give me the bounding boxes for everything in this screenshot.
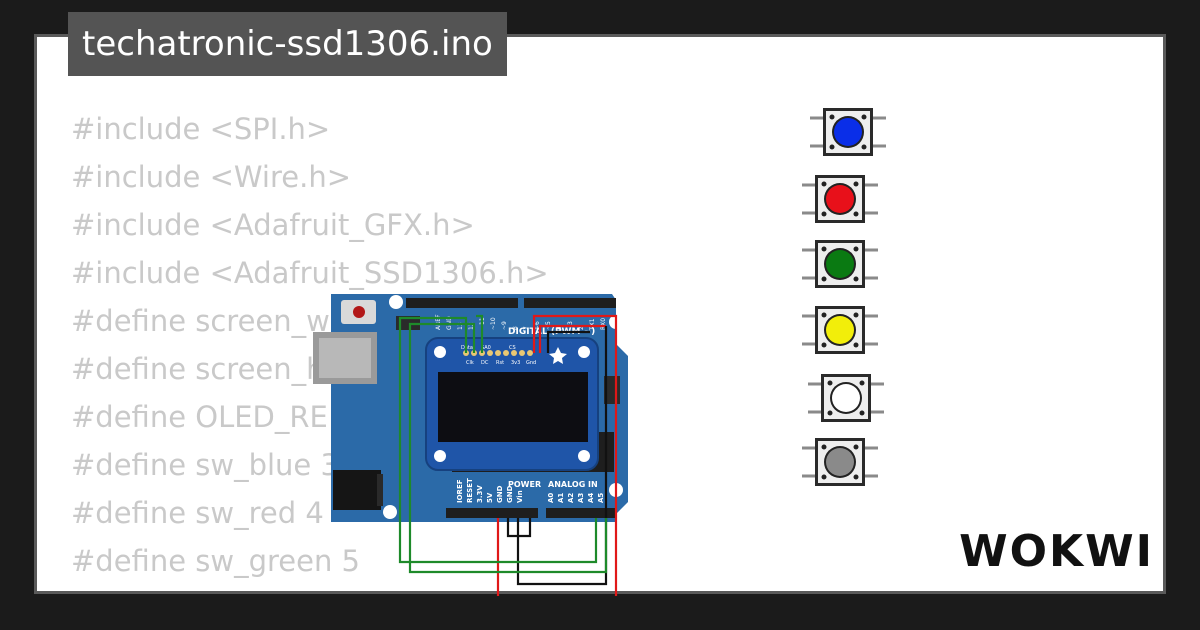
- pushbutton-yellow[interactable]: [802, 306, 878, 354]
- pushbutton-blue[interactable]: [810, 108, 886, 156]
- oled-pin[interactable]: [487, 350, 493, 356]
- button-cap[interactable]: [832, 384, 860, 412]
- header-pin-label: ~6: [534, 321, 541, 330]
- power-label: POWER: [508, 480, 541, 489]
- pushbutton-white[interactable]: [808, 374, 884, 422]
- power-pin-label: IOREF: [456, 479, 464, 503]
- oled-pin-label: Rst: [496, 360, 504, 366]
- code-editor[interactable]: #include <SPI.h> #include <Wire.h> #includ…: [71, 105, 791, 591]
- oled-pin[interactable]: [511, 350, 517, 356]
- oled-pin-label: Clk: [466, 360, 474, 366]
- wokwi-logo: WOKWI: [959, 526, 1154, 577]
- pushbutton-red[interactable]: [802, 175, 878, 223]
- star-icon: [549, 347, 567, 364]
- code-line: #define sw_blue 3: [71, 448, 339, 482]
- analog-pin-label: A4: [587, 493, 595, 503]
- oled-pin[interactable]: [519, 350, 525, 356]
- power-pin-label: GND: [496, 485, 504, 503]
- code-line: #define screen_h: [71, 352, 325, 386]
- analog-pin-label: A3: [577, 493, 585, 503]
- oled-pin-label: CS: [509, 345, 516, 351]
- analog-pin-label: A0: [547, 493, 555, 503]
- power-pin-label: RESET: [466, 478, 474, 503]
- oled-pin-label: 3v3: [511, 360, 520, 366]
- power-pin-label: GND: [506, 485, 514, 503]
- code-line: #include <Wire.h>: [71, 160, 352, 194]
- file-title: techatronic-ssd1306.ino: [68, 12, 507, 76]
- power-jack: [333, 470, 381, 510]
- power-header: [446, 508, 538, 518]
- header-pin-label: 13: [457, 322, 464, 330]
- button-cap[interactable]: [826, 250, 854, 278]
- code-line: #include <Adafruit_SSD1306.h>: [71, 256, 549, 290]
- wires: [398, 314, 618, 596]
- analog-pin-label: A5: [597, 493, 605, 503]
- mount-hole-icon: [389, 295, 403, 309]
- header-pin-label: 8: [512, 326, 519, 330]
- oled-pin-label: Gnd: [526, 360, 536, 366]
- code-line: #include <Adafruit_GFX.h>: [71, 208, 475, 242]
- pushbutton-green[interactable]: [802, 240, 878, 288]
- analog-label: ANALOG IN: [548, 480, 598, 489]
- oled-pin[interactable]: [495, 350, 501, 356]
- oled-pin-label: SA0: [481, 345, 491, 351]
- analog-pin-label: A1: [557, 493, 565, 503]
- code-line: #define sw_green 5: [71, 544, 361, 578]
- digital-header-left: [406, 298, 518, 308]
- header-pin-label: 7: [523, 326, 530, 330]
- oled-pin[interactable]: [527, 350, 533, 356]
- power-pin-label: 3.3V: [476, 485, 484, 503]
- power-pin-label: 5V: [486, 492, 494, 503]
- code-line: #include <SPI.h>: [71, 112, 331, 146]
- pushbutton-gray[interactable]: [802, 438, 878, 486]
- header-pin-label: TX1: [589, 318, 596, 331]
- header-pin-label: AREF: [435, 314, 442, 330]
- header-pin-label: ~9: [501, 321, 508, 330]
- header-pin-label: ~10: [490, 317, 497, 330]
- analog-pin-label: A2: [567, 493, 575, 503]
- analog-header: [546, 508, 616, 518]
- oled-pin[interactable]: [503, 350, 509, 356]
- header-pin-label: RX0: [600, 318, 607, 330]
- button-cap[interactable]: [826, 185, 854, 213]
- mount-hole-icon: [383, 505, 397, 519]
- button-cap[interactable]: [834, 118, 862, 146]
- button-cap[interactable]: [826, 316, 854, 344]
- button-cap[interactable]: [826, 448, 854, 476]
- code-line: #define sw_red 4: [71, 496, 324, 530]
- oled-screen: [438, 372, 588, 442]
- power-pin-label: Vin: [516, 490, 524, 503]
- header-pin-label: 4: [556, 326, 563, 330]
- header-pin-label: 2: [578, 326, 585, 330]
- digital-header-right: [524, 298, 616, 308]
- oled-pin-label: DC: [481, 360, 489, 366]
- code-line: #define OLED_RE: [71, 400, 328, 434]
- header-pin-label: 12: [468, 322, 475, 330]
- code-line: #define screen_w: [71, 304, 330, 338]
